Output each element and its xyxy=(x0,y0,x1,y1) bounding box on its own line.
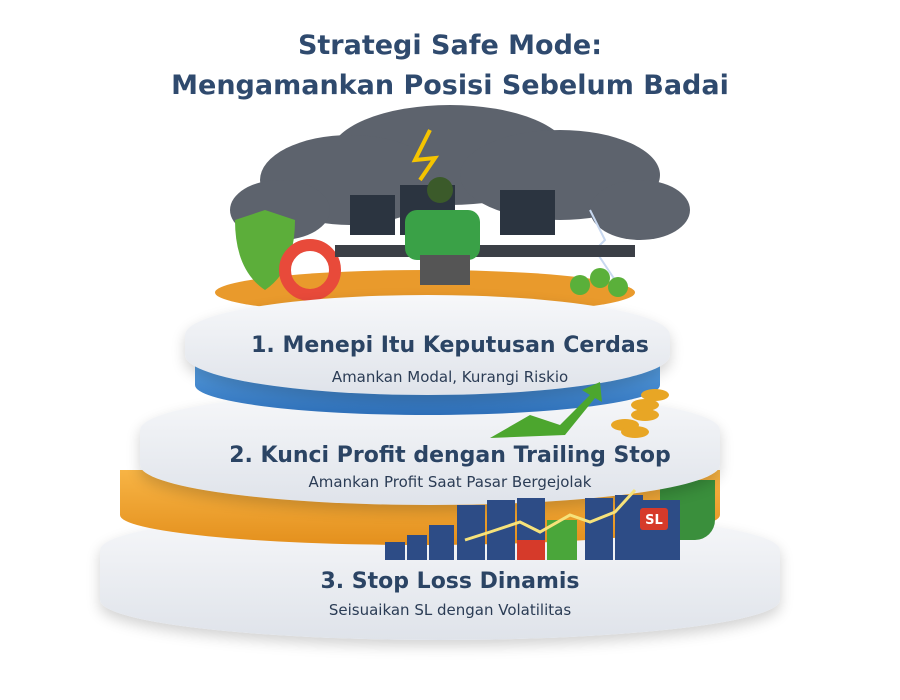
tier-2-subtitle: Amankan Profit Saat Pasar Bergejolak xyxy=(308,473,592,491)
tier-2-heading: 2. Kunci Profit dengan Trailing Stop xyxy=(229,443,671,468)
trailing-stop-chart-icon: SL xyxy=(385,488,680,560)
trader-desk-illustration xyxy=(235,177,635,301)
title-line-2: Mengamankan Posisi Sebelum Badai xyxy=(171,70,729,101)
tier-1-platform xyxy=(185,295,670,395)
sl-badge: SL xyxy=(645,513,663,528)
title-line-1: Strategi Safe Mode: xyxy=(297,30,603,61)
tier-3-heading: 3. Stop Loss Dinamis xyxy=(320,569,580,594)
profit-arrow-coins-icon xyxy=(490,382,669,438)
tier-3-subtitle: Seisuaikan SL dengan Volatilitas xyxy=(328,601,572,619)
tier-1-subtitle: Amankan Modal, Kurangi Riskio xyxy=(331,368,569,386)
tier-1-heading: 1. Menepi Itu Keputusan Cerdas xyxy=(251,333,649,358)
lifebuoy-icon xyxy=(279,239,341,301)
